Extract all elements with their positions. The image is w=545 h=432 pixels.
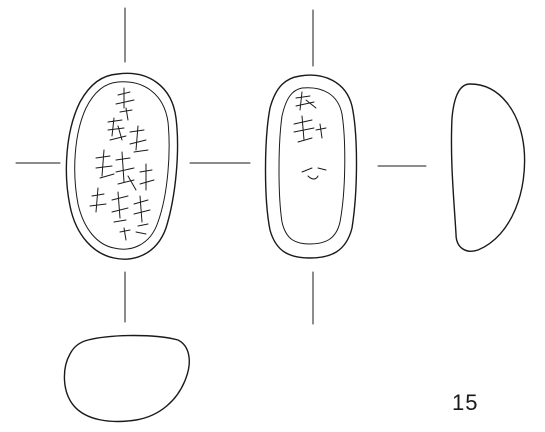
figure-number: 15 bbox=[452, 390, 479, 415]
side-outline bbox=[450, 83, 526, 252]
back-outline bbox=[264, 74, 358, 259]
back-view bbox=[195, 9, 427, 325]
side-view bbox=[450, 83, 526, 252]
bottom-outline bbox=[63, 334, 190, 423]
front-view bbox=[15, 7, 245, 323]
front-inner-edge bbox=[74, 81, 170, 250]
back-inner-edge bbox=[278, 87, 346, 245]
front-outline bbox=[65, 72, 179, 260]
back-inscription-strokes bbox=[293, 91, 327, 180]
bottom-view bbox=[63, 334, 190, 423]
front-inscription-strokes bbox=[89, 87, 155, 241]
